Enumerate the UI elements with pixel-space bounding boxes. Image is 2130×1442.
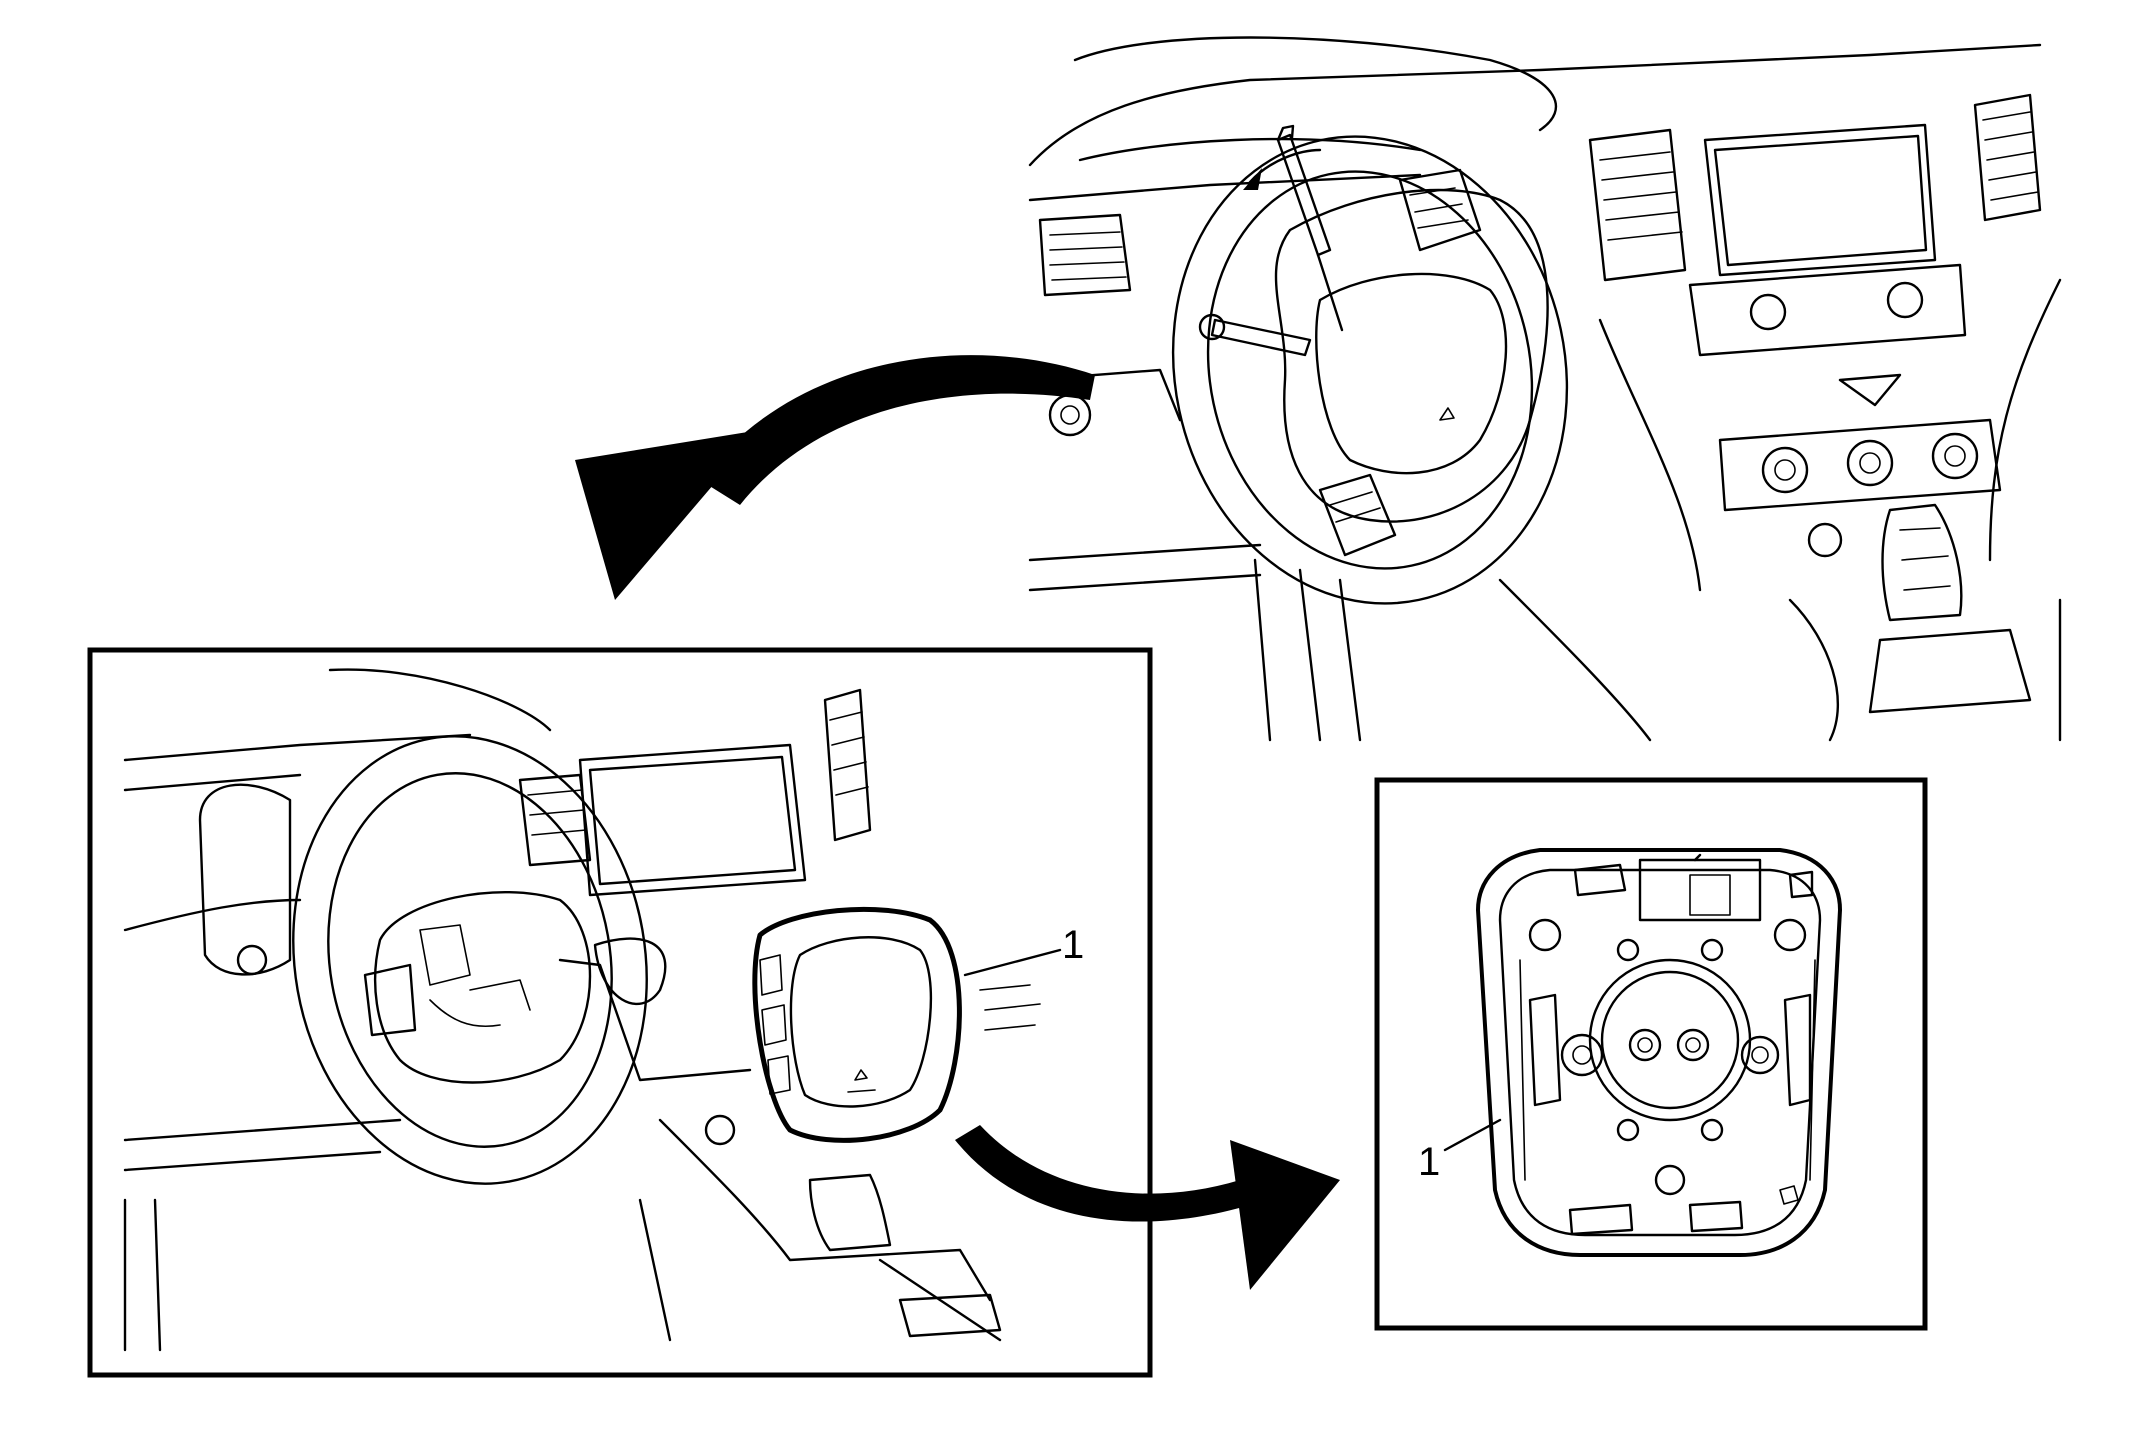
callout-airbag-main: 1 bbox=[1062, 923, 1084, 967]
module-detail-frame bbox=[1374, 777, 1928, 1331]
removal-view-illustration bbox=[123, 668, 1062, 1352]
transition-arrow-lower bbox=[955, 1125, 1340, 1290]
removal-view-frame bbox=[87, 647, 1153, 1378]
screwdriver bbox=[1276, 124, 1344, 332]
transition-arrow-upper bbox=[575, 355, 1095, 600]
callout-airbag-detail: 1 bbox=[1418, 1140, 1440, 1184]
overview-illustration bbox=[1028, 36, 2062, 742]
module-detail-illustration bbox=[1443, 848, 1842, 1257]
